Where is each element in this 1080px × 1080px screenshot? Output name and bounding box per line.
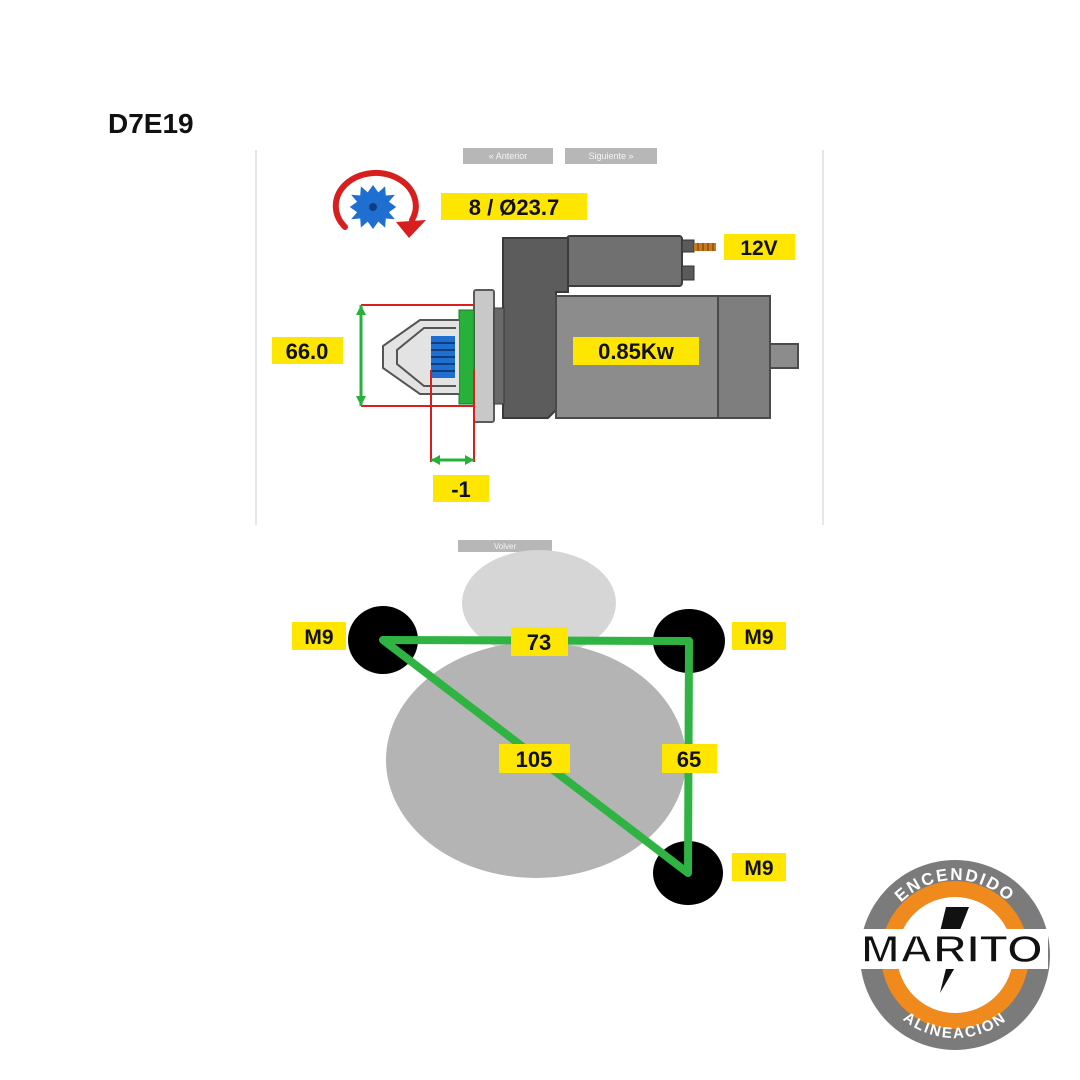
pinion-spec-label: 8 / Ø23.7 — [441, 193, 587, 220]
next-button[interactable]: Siguiente » — [565, 148, 657, 164]
pinion-gear-icon — [349, 185, 397, 229]
prev-button[interactable]: « Anterior — [463, 148, 553, 164]
bolt-label-top-right: M9 — [732, 622, 786, 650]
pinion-teeth-icon — [431, 336, 455, 378]
svg-text:-1: -1 — [451, 477, 471, 502]
svg-text:M9: M9 — [304, 626, 333, 649]
flange-collar — [493, 307, 505, 405]
rotation-arrow-icon — [332, 170, 426, 238]
svg-text:105: 105 — [516, 747, 553, 772]
bottom-button-label: Volver — [494, 542, 517, 551]
page-title: D7E19 — [108, 108, 194, 139]
end-cap — [717, 295, 771, 419]
solenoid-terminal — [681, 239, 695, 253]
nose-inner — [396, 327, 456, 387]
logo-name-band — [856, 929, 1048, 969]
power-label: 0.85Kw — [573, 337, 699, 365]
svg-text:65: 65 — [677, 747, 701, 772]
marito-logo: ENCENDIDO ALINEACION MARITO — [856, 860, 1050, 1050]
shaft-end — [769, 343, 799, 369]
mounting-panel: Volver 73 105 65 M9 M9 M9 — [292, 540, 786, 905]
bolt-label-bottom-right: M9 — [732, 853, 786, 881]
dist-diag-label: 105 — [499, 744, 570, 773]
bottom-button[interactable]: Volver — [458, 540, 552, 552]
next-button-label: Siguiente » — [588, 151, 633, 161]
solenoid-lower-terminal — [681, 265, 695, 281]
starter-motor-body — [382, 235, 799, 423]
height-dimension — [356, 304, 474, 407]
svg-text:12V: 12V — [740, 237, 777, 260]
logo-name: MARITO — [861, 929, 1043, 971]
pilot-circle — [462, 550, 616, 656]
solenoid — [566, 235, 683, 287]
svg-text:M9: M9 — [744, 857, 773, 880]
svg-text:0.85Kw: 0.85Kw — [598, 339, 675, 364]
svg-text:8 / Ø23.7: 8 / Ø23.7 — [469, 195, 560, 220]
dist-right-label: 65 — [662, 744, 717, 773]
terminal-spring-icon — [694, 243, 716, 251]
offset-dimension — [430, 370, 475, 465]
svg-text:66.0: 66.0 — [286, 339, 329, 364]
prev-button-label: « Anterior — [489, 151, 528, 161]
dist-top-label: 73 — [511, 627, 568, 656]
svg-text:73: 73 — [527, 630, 551, 655]
flange-seat — [458, 309, 475, 405]
pinion-offset-label: -1 — [433, 475, 489, 502]
pinion-height-label: 66.0 — [272, 337, 343, 364]
voltage-label: 12V — [724, 234, 795, 260]
starter-panel: « Anterior Siguiente » — [255, 148, 824, 525]
svg-text:M9: M9 — [744, 626, 773, 649]
bolt-label-top-left: M9 — [292, 622, 346, 650]
mounting-flange — [473, 289, 495, 423]
